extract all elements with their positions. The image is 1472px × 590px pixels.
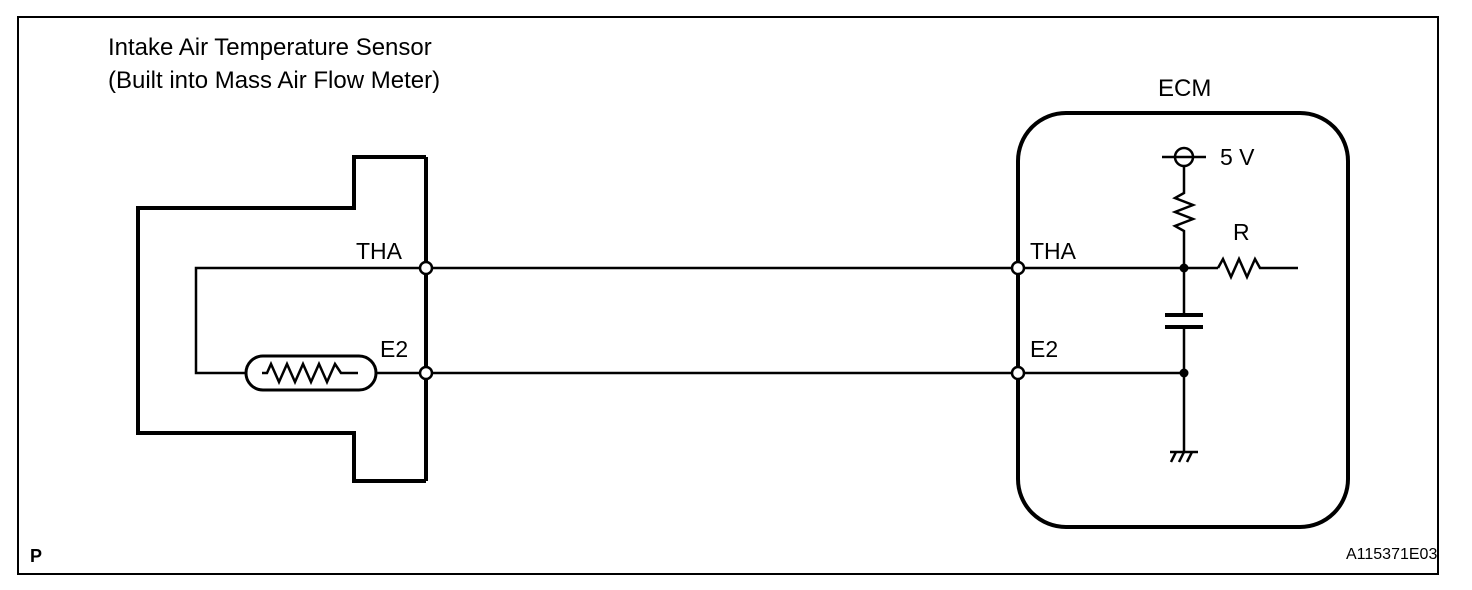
ecm-box — [1016, 111, 1350, 529]
sensor-title-line1: Intake Air Temperature Sensor — [108, 34, 432, 61]
sensor-title-line2: (Built into Mass Air Flow Meter) — [108, 67, 440, 94]
sensor-housing — [136, 155, 426, 483]
ecm-terminal-tha-label: THA — [1030, 238, 1077, 264]
ecm-terminal-e2-label: E2 — [1030, 336, 1058, 362]
figure-frame — [17, 16, 1439, 575]
figure-code: A115371E03 — [1346, 546, 1437, 563]
sensor-terminal-e2-label: E2 — [380, 336, 408, 362]
supply-5v-symbol — [1162, 146, 1206, 168]
resistor-r-label: R — [1233, 219, 1250, 245]
ground-symbol — [1169, 450, 1198, 463]
series-resistor-r — [1216, 255, 1298, 281]
sensor-terminal-e2 — [418, 365, 434, 381]
sensor-internal-wire — [194, 266, 419, 375]
ecm-terminal-tha — [1010, 260, 1026, 276]
sensor-terminal-tha — [418, 260, 434, 276]
thermistor-symbol — [244, 354, 378, 392]
ecm-label: ECM — [1158, 75, 1211, 102]
supply-voltage-label: 5 V — [1220, 144, 1255, 170]
corner-p-label: P — [30, 546, 42, 566]
ecm-terminal-e2 — [1010, 365, 1026, 381]
sensor-terminal-tha-label: THA — [356, 238, 403, 264]
pullup-resistor — [1171, 166, 1197, 268]
